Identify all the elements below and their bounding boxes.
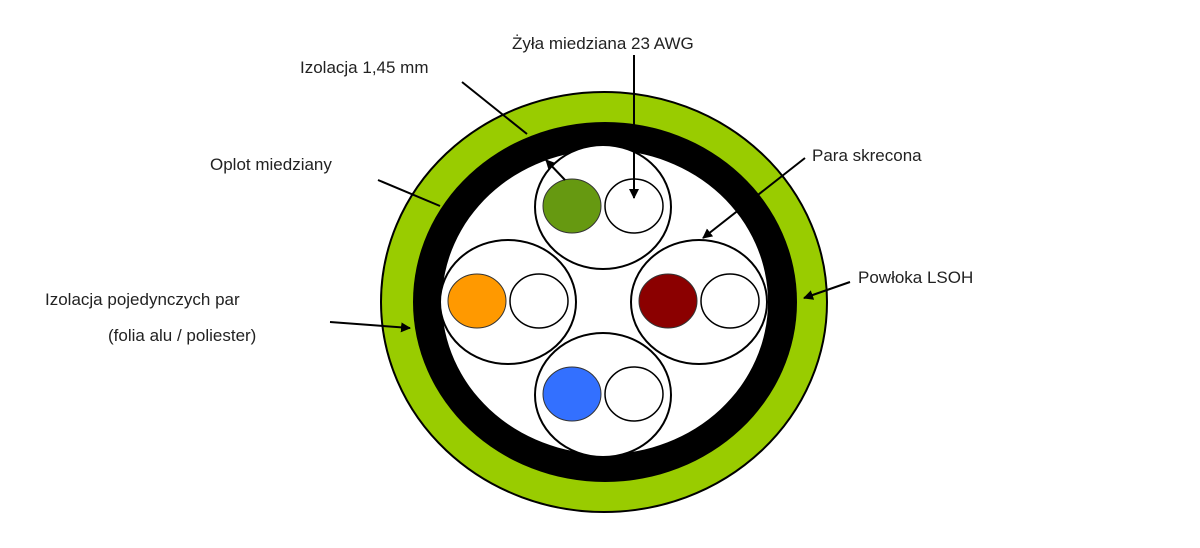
- label-lsoh-sheath: Powłoka LSOH: [858, 268, 974, 287]
- pair-shield: [534, 332, 672, 458]
- label-copper-conductor: Żyła miedziana 23 AWG: [512, 34, 694, 53]
- twisted-pair-orange: [439, 239, 577, 365]
- pair-shield: [534, 144, 672, 270]
- label-pair-shield-line2: (folia alu / poliester): [108, 326, 257, 345]
- arrow-pair-shield: [329, 321, 411, 333]
- arrow-insulation-thickness: [461, 81, 528, 135]
- arrow-twisted-pair: [702, 157, 806, 239]
- inner-space: [442, 150, 768, 454]
- core-white: [700, 273, 760, 329]
- twisted-pair-green: [534, 144, 672, 270]
- arrow-copper-braid: [377, 179, 441, 207]
- core-green: [542, 178, 602, 234]
- core-white: [509, 273, 569, 329]
- pair-shield: [439, 239, 577, 365]
- arrow-lsoh-sheath: [803, 281, 851, 300]
- label-twisted-pair: Para skrecona: [812, 146, 922, 165]
- twisted-pair-blue: [534, 332, 672, 458]
- core-blue: [542, 366, 602, 422]
- core-maroon: [638, 273, 698, 329]
- label-copper-braid: Oplot miedziany: [210, 155, 332, 174]
- pair-shield: [630, 239, 768, 365]
- core-orange: [447, 273, 507, 329]
- twisted-pair-maroon: [630, 239, 768, 365]
- label-pair-shield-line1: Izolacja pojedynczych par: [45, 290, 240, 309]
- arrow-insulation-core: [545, 159, 566, 181]
- core-white: [604, 366, 664, 422]
- label-insulation-thickness: Izolacja 1,45 mm: [300, 58, 429, 77]
